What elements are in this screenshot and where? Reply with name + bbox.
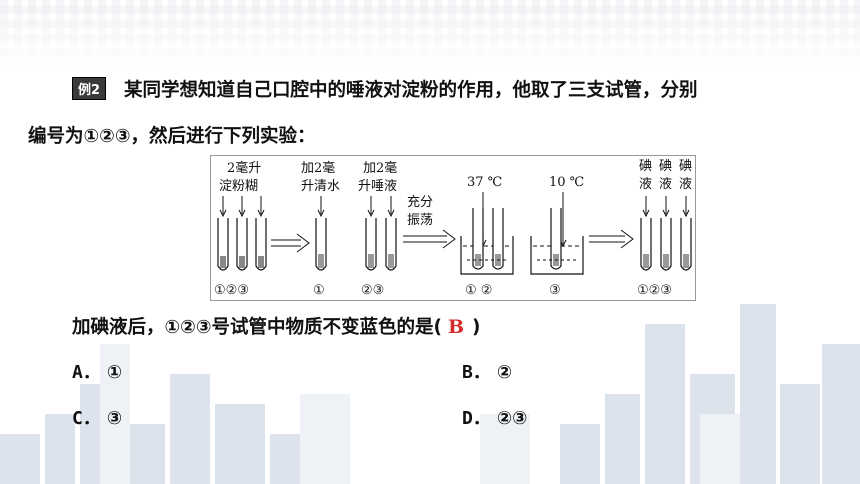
question-text-2: 编号为①②③，然后进行下列实验： xyxy=(28,126,316,147)
prompt-text: 加碘液后，①②③号试管中物质不变蓝色的是( xyxy=(72,317,442,338)
experiment-diagram: 2毫升 淀粉糊 ①②③ 加2毫 升清水 ① 加2毫 升唾液 xyxy=(210,155,696,301)
option-c-text: ③ xyxy=(106,408,123,429)
iodine-contents xyxy=(643,254,689,268)
temp-10-label: 10 ℃ xyxy=(549,175,584,190)
option-b[interactable]: B．② xyxy=(462,358,512,384)
arrow-1 xyxy=(271,233,310,253)
iodine-arrows xyxy=(642,196,690,218)
step3-arrows xyxy=(367,196,395,218)
iodine-label-2a: 碘 xyxy=(659,159,672,174)
step1-arrows xyxy=(219,196,265,218)
option-c-label: C． xyxy=(72,408,101,429)
background-grid-pattern xyxy=(0,0,860,70)
step1-label-b: 淀粉糊 xyxy=(219,178,258,194)
arrow-2 xyxy=(403,229,456,249)
beaker-37-tube-numbers: ① ② xyxy=(465,283,492,298)
step3-label-b: 升唾液 xyxy=(358,179,397,194)
step1-label-a: 2毫升 xyxy=(227,160,261,176)
question-line-1: 例2 某同学想知道自己口腔中的唾液对淀粉的作用，他取了三支试管，分别 xyxy=(72,76,698,102)
option-b-label: B． xyxy=(462,362,491,383)
step2-contents xyxy=(318,254,324,268)
step2-arrow xyxy=(317,196,325,218)
step1-tube-numbers: ①②③ xyxy=(214,283,249,298)
option-a-label: A． xyxy=(72,362,101,383)
beaker-37 xyxy=(460,208,514,275)
iodine-label-2b: 液 xyxy=(659,177,672,192)
step2-label-b: 升清水 xyxy=(301,179,340,194)
city-skyline-background xyxy=(0,304,860,484)
step3-label-a: 加2毫 xyxy=(363,160,397,176)
answer-letter: B xyxy=(447,316,465,338)
iodine-label-3b: 液 xyxy=(679,177,692,192)
question-text-1: 某同学想知道自己口腔中的唾液对淀粉的作用，他取了三支试管，分别 xyxy=(124,80,698,101)
option-d-label: D． xyxy=(462,408,491,429)
step2-tube-number: ① xyxy=(313,283,325,298)
temp-37-label: 37 ℃ xyxy=(467,175,502,190)
iodine-tube-numbers: ①②③ xyxy=(637,283,672,298)
step4-label-b: 振荡 xyxy=(407,213,433,228)
step4-label-a: 充分 xyxy=(407,194,433,210)
question-prompt: 加碘液后，①②③号试管中物质不变蓝色的是(B) xyxy=(72,313,480,339)
step1-contents xyxy=(220,256,264,268)
iodine-label-1b: 液 xyxy=(639,177,652,192)
experiment-diagram-svg: 2毫升 淀粉糊 ①②③ 加2毫 升清水 ① 加2毫 升唾液 xyxy=(214,159,692,298)
iodine-label-1a: 碘 xyxy=(639,159,652,174)
example-tag: 例2 xyxy=(72,77,107,100)
step3-contents xyxy=(368,254,394,268)
arrow-3 xyxy=(589,229,634,249)
iodine-label-3a: 碘 xyxy=(679,159,692,174)
option-c[interactable]: C．③ xyxy=(72,404,122,430)
beaker-10 xyxy=(530,208,584,275)
step2-label-a: 加2毫 xyxy=(301,160,335,176)
option-a[interactable]: A．① xyxy=(72,358,122,384)
option-b-text: ② xyxy=(496,362,513,383)
prompt-close: ) xyxy=(472,317,481,338)
step3-tube-numbers: ②③ xyxy=(361,283,384,298)
option-d[interactable]: D．②③ xyxy=(462,404,527,430)
option-d-text: ②③ xyxy=(496,408,528,429)
option-a-text: ① xyxy=(106,362,123,383)
beaker-10-tube-number: ③ xyxy=(549,283,561,298)
